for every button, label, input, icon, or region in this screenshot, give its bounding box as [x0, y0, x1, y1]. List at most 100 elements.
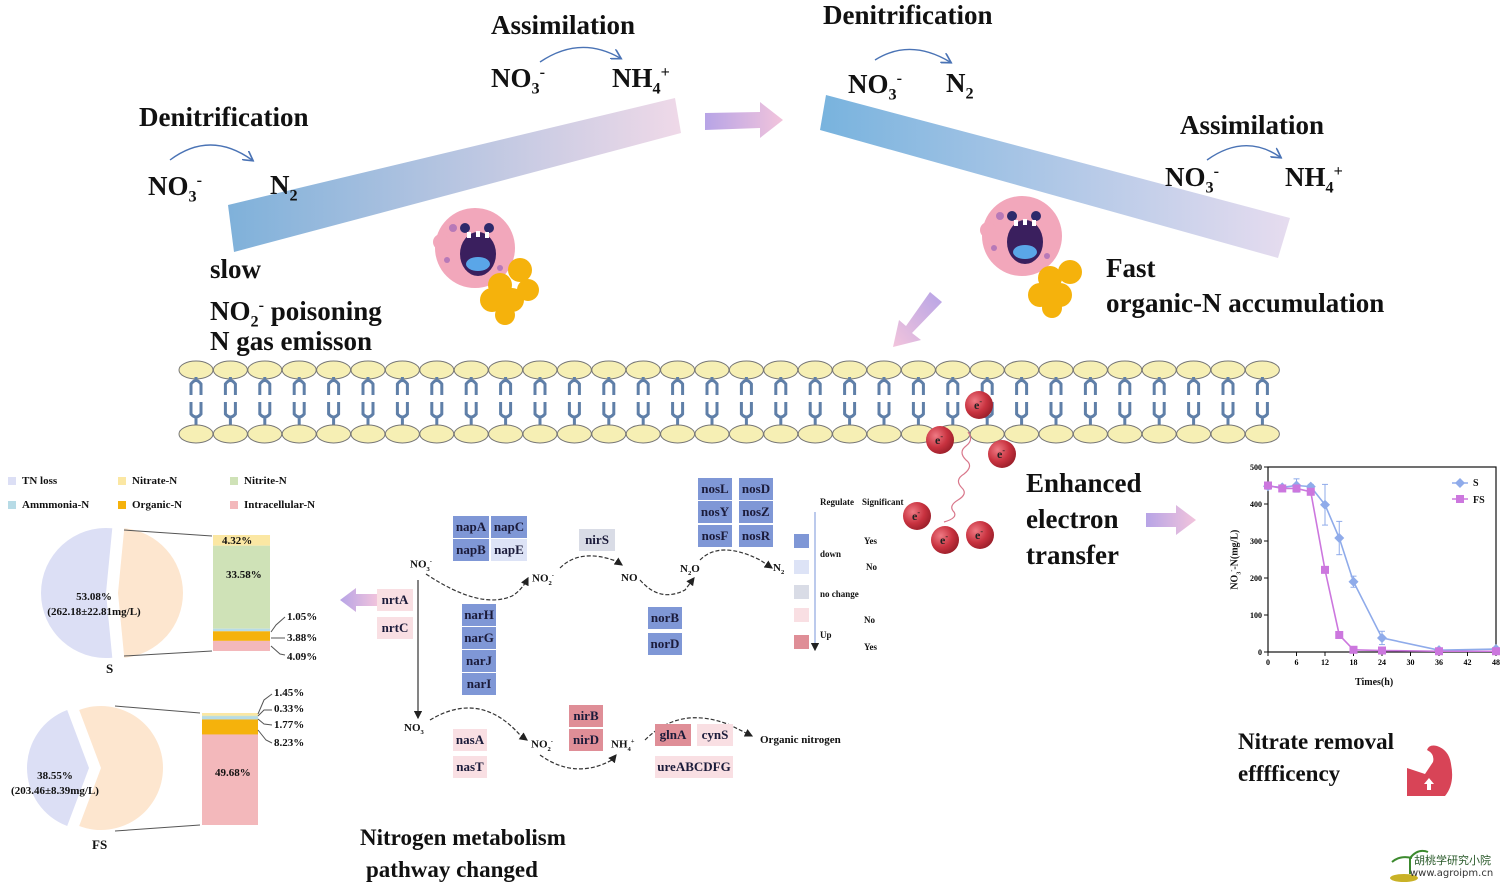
cell-membrane — [178, 360, 1280, 444]
gene-nasA: nasA — [453, 729, 487, 751]
s-tn-loss-conc: (262.18±22.81mg/L) — [47, 606, 141, 618]
gene-norB: norB — [648, 607, 682, 629]
lipid-unit — [384, 360, 420, 444]
lipid-tail-top — [774, 377, 788, 395]
lipid-tail-top — [877, 377, 891, 395]
bar-segment-nitrate-n — [202, 713, 258, 716]
legend-nitrite: Nitrite-N — [230, 475, 287, 487]
legend-no-change: no change — [820, 589, 859, 599]
lipid-head-bottom — [281, 424, 317, 444]
lipid-tail-bottom — [223, 402, 237, 426]
lipid-unit — [1210, 360, 1246, 444]
x-tick-label: 30 — [1407, 658, 1415, 667]
bar-segment-nitrite-n — [202, 715, 258, 717]
electron-icon: e- — [926, 426, 954, 454]
lipid-head-bottom — [1038, 424, 1074, 444]
bar-segment-nitrate-n — [213, 535, 270, 546]
data-point — [1377, 632, 1387, 643]
legend-header-regulate: Regulate — [820, 497, 854, 507]
formula-sub: 2 — [250, 312, 259, 331]
zoom-line-bottom — [114, 824, 201, 832]
lipid-head-bottom — [316, 424, 352, 444]
lipid-tail-bottom — [292, 402, 306, 426]
zoom-line-top — [123, 529, 213, 537]
lipid-tail-bottom — [1118, 402, 1132, 426]
assim-reactant-left: NO3- — [491, 64, 545, 97]
lipid-tail-bottom — [395, 402, 409, 426]
lipid-tail-top — [1015, 377, 1029, 395]
lipid-tail-bottom — [533, 402, 547, 426]
electron-charge: - — [1002, 446, 1005, 455]
lipid-head-top — [350, 360, 386, 380]
bar-segment-ammmonia-n — [213, 628, 270, 632]
y-tick-label: 400 — [1250, 500, 1262, 509]
gene-narH: narH — [462, 604, 496, 626]
denit-arrow-left — [169, 144, 252, 160]
lipid-tail-top — [258, 377, 272, 395]
lipid-tail-bottom — [1187, 402, 1201, 426]
lipid-head-bottom — [522, 424, 558, 444]
pie-slice-remaining — [79, 706, 164, 830]
lipid-tail-bottom — [705, 402, 719, 426]
lipid-unit — [212, 360, 248, 444]
lipid-head-top — [728, 360, 764, 380]
legend-label: Nitrate-N — [132, 475, 178, 487]
gene-cynS: cynS — [697, 724, 733, 746]
lipid-tail-top — [1255, 377, 1269, 395]
lipid-head-bottom — [350, 424, 386, 444]
chart-frame — [1267, 466, 1497, 653]
legend-nitrate: Nitrate-N — [118, 475, 177, 487]
lipid-unit — [1244, 360, 1280, 444]
electron-icon: e- — [903, 502, 931, 530]
denitrification-label-left: Denitrification — [139, 102, 309, 132]
x-tick-label: 0 — [1266, 658, 1270, 667]
lipid-tail-top — [671, 377, 685, 395]
path-no-n2o — [639, 577, 695, 596]
legend-sig-down-no: No — [866, 562, 877, 572]
path-no3-no2-assim — [429, 707, 528, 741]
lipid-head-top — [900, 360, 936, 380]
leader-intracellular — [270, 645, 286, 656]
species-no: NO — [621, 572, 638, 584]
assim-product-left: NH4+ — [612, 64, 670, 97]
lipid-head-bottom — [625, 424, 661, 444]
lipid-head-bottom — [832, 424, 868, 444]
lipid-tail-top — [292, 377, 306, 395]
note-slow: slow — [210, 254, 262, 284]
lipid-head-top — [660, 360, 696, 380]
distribution-fs — [27, 693, 273, 832]
gene-glnA: glnA — [655, 724, 691, 746]
lipid-unit — [247, 360, 283, 444]
watermark-logo-icon — [1390, 849, 1429, 882]
lipid-head-top — [1107, 360, 1143, 380]
electron-wave — [943, 431, 972, 523]
lipid-head-bottom — [1244, 424, 1280, 444]
lipid-tail-bottom — [361, 402, 375, 426]
legend-label: Ammmonia-N — [22, 499, 90, 511]
fs-bar-label-ammonia: 1.77% — [274, 719, 305, 731]
electron-label: e- — [975, 527, 983, 542]
lipid-tail-top — [1221, 377, 1235, 395]
transition-arrow-down — [893, 292, 942, 347]
electron-charge: - — [940, 432, 943, 441]
x-tick-label: 42 — [1464, 658, 1472, 667]
gene-napE: napE — [491, 539, 527, 561]
assim-reactant-right: NO3- — [1165, 163, 1219, 196]
lipid-tail-bottom — [258, 402, 272, 426]
lipid-tail-bottom — [602, 402, 616, 426]
lipid-tail-top — [980, 377, 994, 395]
x-tick-label: 12 — [1321, 658, 1329, 667]
lipid-head-top — [419, 360, 455, 380]
data-point — [1321, 565, 1329, 574]
chart-legend-s: S — [1473, 478, 1479, 489]
data-point — [1492, 647, 1500, 656]
lipid-unit — [1004, 360, 1040, 444]
lipid-unit — [488, 360, 524, 444]
lipid-head-bottom — [591, 424, 627, 444]
lipid-head-bottom — [969, 424, 1005, 444]
gene-nosF: nosF — [698, 525, 732, 547]
fs-bar-label-nitrite: 0.33% — [274, 703, 305, 715]
lipid-head-bottom — [694, 424, 730, 444]
lipid-unit — [591, 360, 627, 444]
electron-charge: - — [945, 532, 948, 541]
